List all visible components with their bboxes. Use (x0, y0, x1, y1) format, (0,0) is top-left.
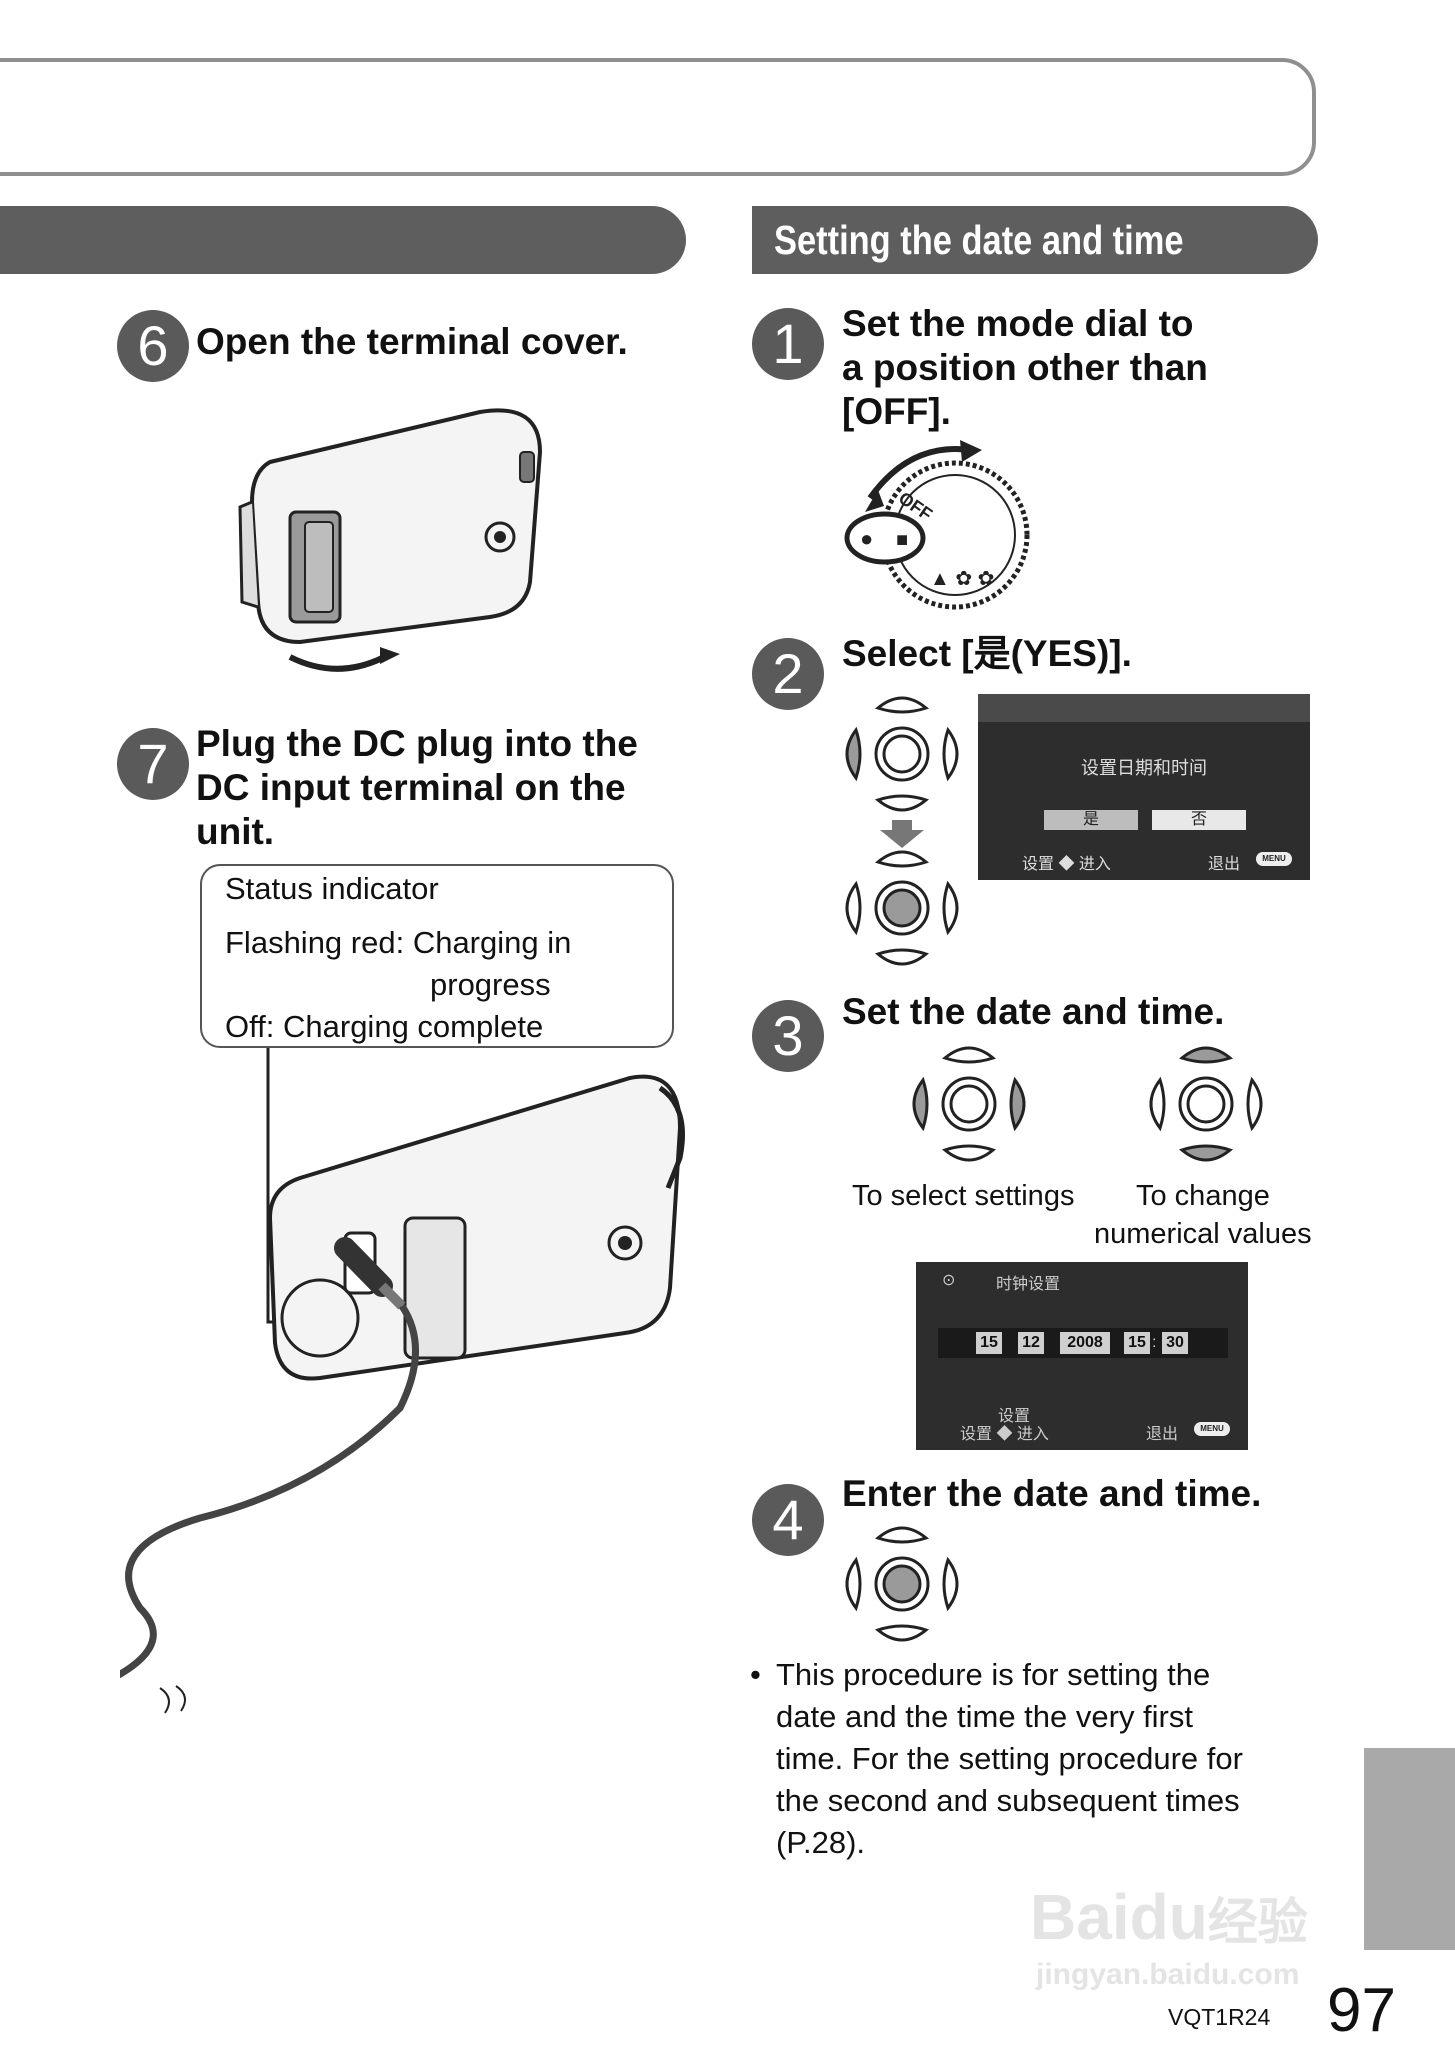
screen1-footer-left: 设置 ◆ 进入 (1022, 856, 1111, 873)
step-7-heading: Plug the DC plug into the DC input termi… (196, 723, 638, 852)
status-indicator-box (200, 864, 674, 1048)
lcd-screen-confirm: 设置日期和时间 是 否 设置 ◆ 进入 退出 MENU (978, 694, 1310, 880)
svg-text:■: ■ (896, 529, 908, 551)
clock-minute-field[interactable]: 30 (1162, 1332, 1188, 1354)
note-text: This procedure is for setting the date a… (776, 1657, 1243, 1860)
caption-select-settings: To select settings (852, 1180, 1075, 1212)
clock-year-field[interactable]: 2008 (1060, 1332, 1110, 1354)
clock-icon: ⊙ (942, 1272, 956, 1289)
section-bar-left (0, 206, 686, 274)
svg-text:▲ ✿ ✿: ▲ ✿ ✿ (930, 568, 994, 590)
camcorder-dc-illustration (120, 1048, 685, 1714)
caption-change-values-1: To change (1136, 1180, 1270, 1212)
clock-colon: : (1152, 1334, 1157, 1351)
camcorder-cover-illustration (238, 408, 543, 672)
dpad-step2-illustration (845, 696, 959, 966)
step-1-heading: Set the mode dial to a position other th… (842, 303, 1208, 432)
section-bar-right (752, 206, 1318, 274)
doc-code: VQT1R24 (1168, 2004, 1271, 2030)
step-4-number: 4 (752, 1484, 824, 1556)
step-7-number: 7 (117, 728, 189, 800)
clock-hour-field[interactable]: 15 (1124, 1332, 1150, 1354)
status-flashing: Flashing red: Charging in (225, 925, 572, 960)
mode-dial-illustration: ● ■ OFF ▲ ✿ ✿ (844, 440, 1030, 610)
sidebar-tab (1364, 1748, 1455, 1950)
header-frame (0, 58, 1316, 176)
dpad-change-values (1149, 1046, 1263, 1162)
screen1-yes-option[interactable]: 是 (1044, 810, 1138, 830)
status-off: Off: Charging complete (225, 1009, 544, 1044)
watermark-url: jingyan.baidu.com (1036, 1958, 1300, 1991)
clock-day-field[interactable]: 15 (976, 1332, 1002, 1354)
watermark-brand: Baidu经验 (1030, 1881, 1308, 1953)
step-2-heading: Select [是(YES)]. (842, 633, 1132, 674)
step-2-number: 2 (752, 638, 824, 710)
step-6-number: 6 (117, 310, 189, 382)
screen1-menu-badge: MENU (1256, 852, 1292, 866)
screen1-footer-right: 退出 (1208, 856, 1241, 873)
dpad-select-settings (912, 1046, 1026, 1162)
screen2-menu-badge: MENU (1194, 1422, 1230, 1436)
dpad-enter (845, 1526, 959, 1642)
status-title: Status indicator (225, 871, 439, 906)
screen1-no-option[interactable]: 否 (1152, 810, 1246, 830)
section-title: Setting the date and time (774, 217, 1184, 263)
step-1-number: 1 (752, 308, 824, 380)
step-3-number: 3 (752, 1000, 824, 1072)
step-6-heading: Open the terminal cover. (196, 321, 628, 362)
note-bullet: • (750, 1657, 761, 1692)
lcd-screen-clock: ⊙ 时钟设置 15 12 2008 15 : 30 设置 设置 ◆ 进入 退出 … (916, 1262, 1248, 1450)
step-3-heading: Set the date and time. (842, 991, 1225, 1032)
screen2-footer-top: 设置 (998, 1408, 1031, 1425)
step-4-heading: Enter the date and time. (842, 1473, 1262, 1514)
screen2-footer-left: 设置 ◆ 进入 (960, 1426, 1049, 1443)
status-progress: progress (430, 967, 551, 1002)
screen1-title: 设置日期和时间 (1081, 758, 1207, 778)
clock-month-field[interactable]: 12 (1018, 1332, 1044, 1354)
caption-change-values-2: numerical values (1094, 1218, 1312, 1250)
screen2-title: 时钟设置 (996, 1276, 1061, 1293)
screen2-footer-right: 退出 (1146, 1426, 1179, 1443)
svg-text:●: ● (860, 526, 873, 551)
page-number: 97 (1327, 1976, 1396, 2045)
